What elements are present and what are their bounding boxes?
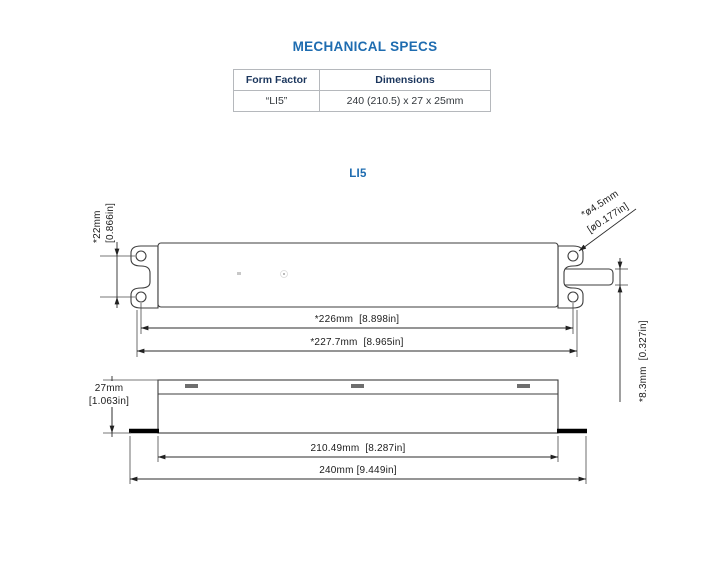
dim-hole-span-label: *226mm [8.898in]	[315, 314, 400, 325]
vent-slot-left	[185, 384, 198, 388]
body-dot-mark	[280, 270, 288, 278]
body-dot-center	[283, 273, 285, 275]
top-view-exit-tab	[559, 268, 614, 286]
vent-slot-right	[517, 384, 530, 388]
mounting-hole-top-left	[135, 250, 147, 262]
mounting-hole-bottom-right	[567, 291, 579, 303]
dim-overall-length: 240mm [9.449in]	[129, 436, 587, 484]
dim-hole-pitch: *22mm [0.866in]	[92, 203, 135, 308]
spec-table-row: “LI5” 240 (210.5) x 27 x 25mm	[234, 91, 490, 111]
dim-body-height: 27mm [1.063in]	[85, 376, 159, 437]
top-view-left-bracket	[130, 245, 159, 309]
spec-table-header-row: Form Factor Dimensions	[234, 70, 490, 91]
page-title: MECHANICAL SPECS	[292, 39, 438, 54]
vent-slot-center	[351, 384, 364, 388]
dim-tab-height-label: *8.3mm [0.327in]	[638, 320, 649, 402]
dim-slot-span-label: *227.7mm [8.965in]	[310, 337, 403, 348]
dim-body-height-mm-label: 27mm	[95, 383, 124, 394]
dim-text-backing	[85, 381, 135, 407]
top-view-body	[157, 242, 559, 308]
dim-overall-length-label: 240mm [9.449in]	[319, 465, 397, 476]
dim-body-length-label: 210.49mm [8.287in]	[311, 443, 406, 454]
spec-table-header-form-factor: Form Factor	[234, 70, 320, 90]
dim-body-length: 210.49mm [8.287in]	[157, 436, 559, 462]
drawing-label: LI5	[349, 168, 367, 180]
spec-cell-dimensions: 240 (210.5) x 27 x 25mm	[346, 95, 464, 107]
spec-cell-form-factor: “LI5”	[234, 91, 320, 111]
dim-hole-span: *226mm [8.898in]	[140, 303, 574, 334]
dim-slot-span: *227.7mm [8.965in]	[136, 310, 578, 357]
spec-table-header-dimensions: Dimensions	[375, 74, 435, 86]
side-view-body	[157, 379, 559, 434]
mounting-hole-bottom-left	[135, 291, 147, 303]
dim-hole-diameter: *ø4.5mm [ø0.177in]	[578, 188, 637, 252]
mounting-hole-top-right	[567, 250, 579, 262]
body-mark	[237, 272, 241, 275]
top-view-right-bracket	[557, 245, 584, 309]
dim-body-height-in-label: [1.063in]	[89, 396, 129, 407]
spec-table: Form Factor Dimensions “LI5” 240 (210.5)…	[233, 69, 491, 112]
dim-tab-height: *8.3mm [0.327in]	[615, 258, 649, 402]
dim-hole-pitch-mm-label: *22mm	[92, 210, 103, 243]
top-view	[130, 242, 614, 309]
dim-hole-pitch-in-label: [0.866in]	[105, 203, 116, 243]
side-view	[129, 379, 587, 434]
